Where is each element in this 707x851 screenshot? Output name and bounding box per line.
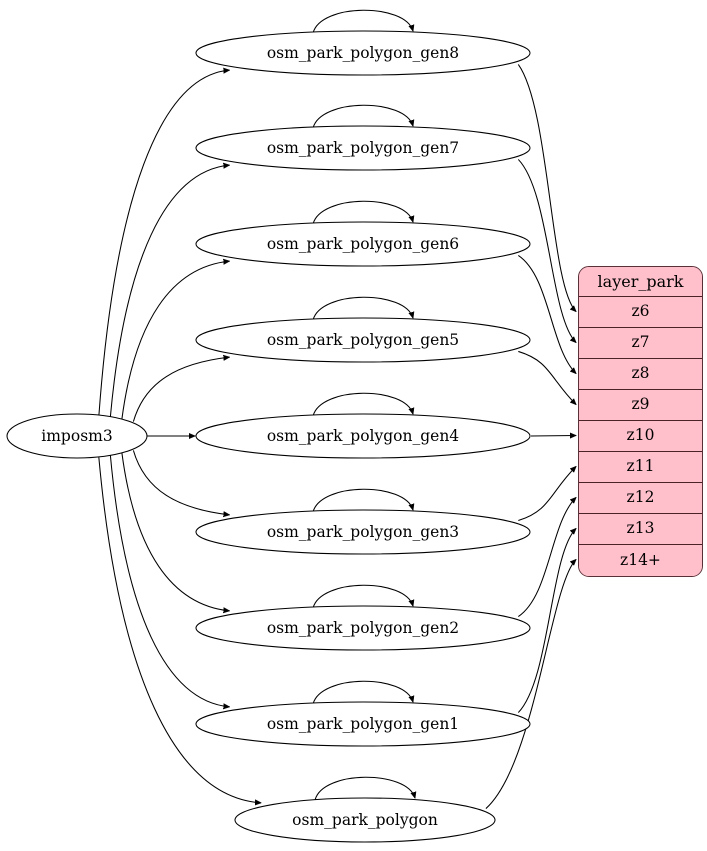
- node-osm_park_polygon[interactable]: osm_park_polygon: [234, 797, 496, 843]
- edge-osm_park_polygon_gen5-to-z9: [518, 350, 576, 404]
- node-label: osm_park_polygon: [292, 811, 438, 829]
- edges-self-loops: [312, 9, 415, 801]
- layer-park-row-z10[interactable]: z10: [579, 421, 702, 452]
- self-loop-osm_park_polygon_gen6: [312, 200, 413, 225]
- edge-osm_park_polygon_gen8-to-z6: [517, 64, 576, 311]
- self-loop-osm_park_polygon_gen3: [312, 488, 413, 513]
- edge-imposm3-to-osm_park_polygon_gen7: [109, 165, 229, 418]
- node-osm_park_polygon_gen7[interactable]: osm_park_polygon_gen7: [195, 125, 531, 171]
- self-loop-osm_park_polygon_gen2: [312, 584, 413, 609]
- self-loop-osm_park_polygon_gen7: [312, 104, 413, 129]
- edge-osm_park_polygon_gen2-to-z12: [518, 498, 576, 617]
- node-label: osm_park_polygon_gen7: [267, 139, 459, 157]
- layer-park-row-z11[interactable]: z11: [579, 452, 702, 483]
- node-osm_park_polygon_gen8[interactable]: osm_park_polygon_gen8: [195, 30, 531, 76]
- node-label: osm_park_polygon_gen2: [267, 619, 459, 637]
- node-label: osm_park_polygon_gen8: [267, 44, 459, 62]
- edge-osm_park_polygon_gen6-to-z8: [518, 255, 576, 373]
- layer-park-row-z12[interactable]: z12: [579, 483, 702, 514]
- node-label: osm_park_polygon_gen1: [267, 715, 459, 733]
- node-label: osm_park_polygon_gen4: [267, 427, 459, 445]
- layer-park-row-z7[interactable]: z7: [579, 328, 702, 359]
- node-osm_park_polygon_gen1[interactable]: osm_park_polygon_gen1: [195, 701, 531, 747]
- edge-imposm3-to-osm_park_polygon_gen1: [109, 454, 229, 707]
- edge-osm_park_polygon_gen3-to-z11: [518, 467, 576, 522]
- self-loop-osm_park_polygon_gen5: [312, 296, 413, 321]
- node-label: osm_park_polygon_gen6: [267, 235, 459, 253]
- node-label: imposm3: [41, 427, 112, 445]
- edge-imposm3-to-osm_park_polygon_gen3: [132, 450, 229, 514]
- edge-osm_park_polygon_gen1-to-z13: [517, 529, 576, 713]
- edge-imposm3-to-osm_park_polygon_gen6: [121, 261, 230, 420]
- edge-imposm3-to-osm_park_polygon_gen5: [132, 357, 229, 422]
- edge-imposm3-to-osm_park_polygon: [98, 457, 261, 803]
- layer-park-row-z14plus[interactable]: z14+: [579, 545, 702, 576]
- edge-osm_park_polygon-to-z14plus: [485, 560, 576, 809]
- layer-park-row-z6[interactable]: z6: [579, 297, 702, 328]
- self-loop-osm_park_polygon_gen1: [312, 680, 413, 705]
- node-osm_park_polygon_gen3[interactable]: osm_park_polygon_gen3: [195, 509, 531, 555]
- node-osm_park_polygon_gen6[interactable]: osm_park_polygon_gen6: [195, 221, 531, 267]
- node-osm_park_polygon_gen5[interactable]: osm_park_polygon_gen5: [195, 317, 531, 363]
- graph-nodes: imposm3 osm_park_polygon_gen8 osm_park_pol…: [6, 30, 531, 843]
- self-loop-osm_park_polygon: [314, 776, 415, 801]
- edges-to-layer-table: [485, 64, 576, 809]
- node-osm_park_polygon_gen2[interactable]: osm_park_polygon_gen2: [195, 605, 531, 651]
- node-label: osm_park_polygon_gen3: [267, 523, 459, 541]
- edge-imposm3-to-osm_park_polygon_gen2: [121, 452, 230, 611]
- self-loop-osm_park_polygon_gen8: [312, 9, 413, 34]
- edges-from-imposm3: [98, 70, 261, 803]
- edge-osm_park_polygon_gen7-to-z7: [517, 159, 576, 342]
- node-label: osm_park_polygon_gen5: [267, 331, 459, 349]
- layer-park-row-z13[interactable]: z13: [579, 514, 702, 545]
- node-imposm3[interactable]: imposm3: [6, 413, 148, 459]
- layer-park-row-z9[interactable]: z9: [579, 390, 702, 421]
- self-loop-osm_park_polygon_gen4: [312, 392, 413, 417]
- layer-park-row-z8[interactable]: z8: [579, 359, 702, 390]
- edge-imposm3-to-osm_park_polygon_gen8: [98, 70, 229, 415]
- node-osm_park_polygon_gen4[interactable]: osm_park_polygon_gen4: [195, 413, 531, 459]
- layer-park-table-header: layer_park: [579, 267, 702, 297]
- edge-osm_park_polygon_gen4-to-z10: [530, 436, 576, 437]
